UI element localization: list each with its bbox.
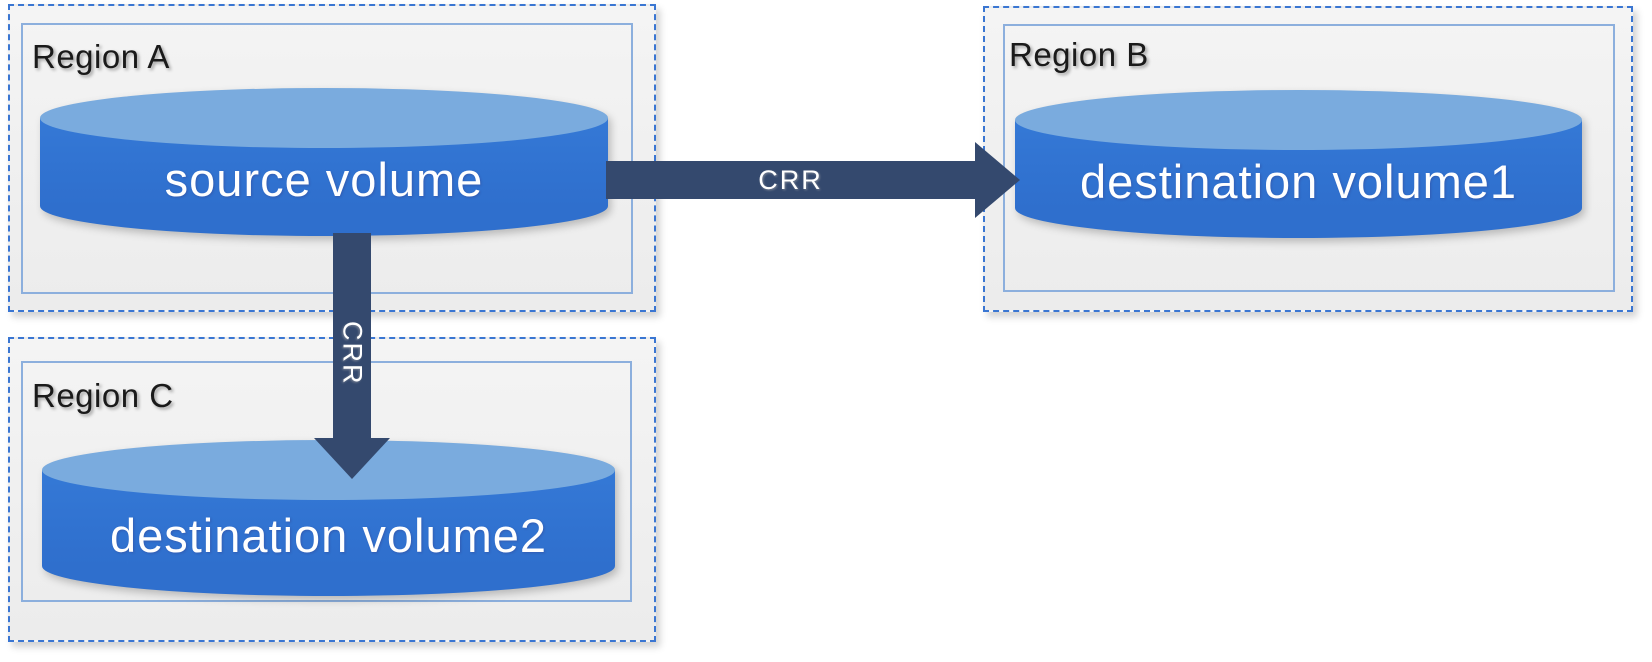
cylinder-top-ellipse [1015,90,1582,150]
region-b-label: Region B [1009,36,1149,73]
source-volume-cylinder-icon: source volume [40,88,608,236]
region-a-inner-border [21,23,633,294]
destination-volume1-cylinder-icon: destination volume1 [1015,90,1582,238]
crr-label-vertical-container: CRR [333,310,371,396]
destination-volume2-label: destination volume2 [109,508,548,562]
destination-volume2-cylinder-icon: destination volume2 [42,440,615,596]
crr-label-horizontal: CRR [758,164,823,195]
cylinder-top-ellipse [40,88,608,148]
crr-arrow-horizontal-head-icon [975,142,1020,218]
crr-arrow-vertical-head-icon [314,438,390,479]
region-c-inner-border [21,361,632,602]
region-a-label: Region A [32,38,170,75]
crr-arrow-horizontal-shaft: CRR [606,161,975,199]
crr-label-vertical: CRR [337,320,368,386]
crr-arrow-vertical-shaft [333,233,371,438]
region-c-label: Region C [32,377,174,414]
destination-volume1-label: destination volume1 [1079,154,1518,208]
source-volume-label: source volume [164,152,484,206]
